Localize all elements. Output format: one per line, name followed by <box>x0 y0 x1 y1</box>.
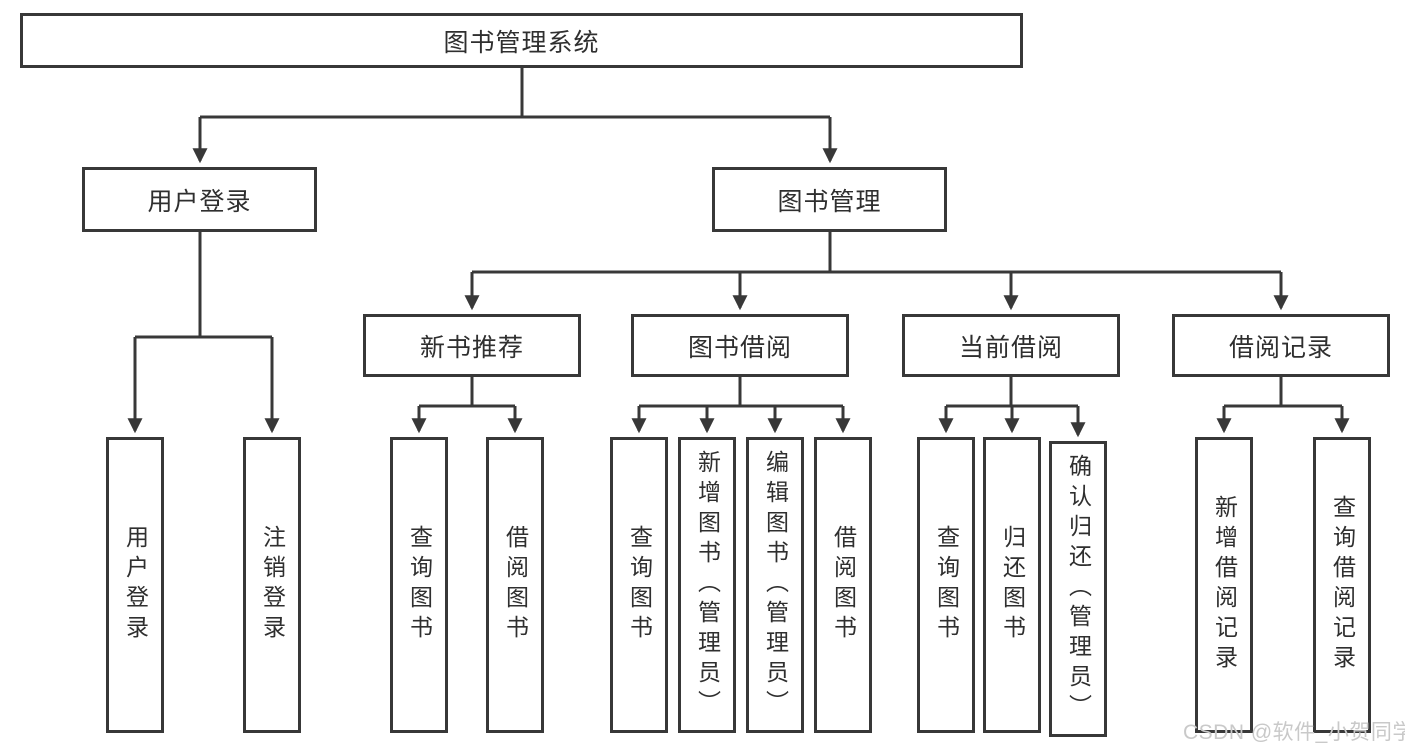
node-new-book-recommendation: 新书推荐 <box>363 314 581 377</box>
node-book-borrowing: 图书借阅 <box>631 314 849 377</box>
leaf-label: 归还图书 <box>999 525 1026 645</box>
leaf-recommend-borrow-books: 借阅图书 <box>486 437 544 733</box>
leaf-confirm-return-admin: 确认归还（管理员） <box>1049 441 1107 737</box>
leaf-label: 查询图书 <box>933 525 960 645</box>
leaf-label: 编辑图书（管理员） <box>762 450 789 720</box>
node-current-borrowing: 当前借阅 <box>902 314 1120 377</box>
leaf-recommend-query-books: 查询图书 <box>390 437 448 733</box>
leaf-label: 借阅图书 <box>830 525 857 645</box>
leaf-edit-books-admin: 编辑图书（管理员） <box>746 437 804 733</box>
leaf-label: 注销登录 <box>259 525 286 645</box>
leaf-borrow-books: 借阅图书 <box>814 437 872 733</box>
node-label: 借阅记录 <box>1228 333 1333 362</box>
node-borrowing-records: 借阅记录 <box>1172 314 1390 377</box>
node-label: 图书管理系统 <box>443 28 600 57</box>
leaf-query-borrow-record: 查询借阅记录 <box>1313 437 1371 733</box>
leaf-label: 借阅图书 <box>502 525 529 645</box>
leaf-label: 查询借阅记录 <box>1329 495 1356 675</box>
node-book-management: 图书管理 <box>712 167 947 232</box>
node-label: 图书借阅 <box>687 333 792 362</box>
leaf-label: 用户登录 <box>122 525 149 645</box>
leaf-add-books-admin: 新增图书（管理员） <box>678 437 736 733</box>
node-label: 图书管理 <box>777 187 882 216</box>
leaf-label: 查询图书 <box>406 525 433 645</box>
node-label: 新书推荐 <box>419 333 524 362</box>
leaf-add-borrow-record: 新增借阅记录 <box>1195 437 1253 733</box>
node-label: 当前借阅 <box>958 333 1063 362</box>
leaf-user-login: 用户登录 <box>106 437 164 733</box>
node-library-management-system: 图书管理系统 <box>20 13 1023 68</box>
leaf-return-books: 归还图书 <box>983 437 1041 733</box>
leaf-current-query-books: 查询图书 <box>917 437 975 733</box>
leaf-label: 新增借阅记录 <box>1211 495 1238 675</box>
leaf-label: 查询图书 <box>626 525 653 645</box>
node-user-login: 用户登录 <box>82 167 317 232</box>
leaf-logout: 注销登录 <box>243 437 301 733</box>
leaf-borrow-query-books: 查询图书 <box>610 437 668 733</box>
leaf-label: 确认归还（管理员） <box>1065 454 1092 724</box>
node-label: 用户登录 <box>147 187 252 216</box>
leaf-label: 新增图书（管理员） <box>694 450 721 720</box>
watermark: CSDN @软件_小贺同学 <box>1183 721 1405 744</box>
